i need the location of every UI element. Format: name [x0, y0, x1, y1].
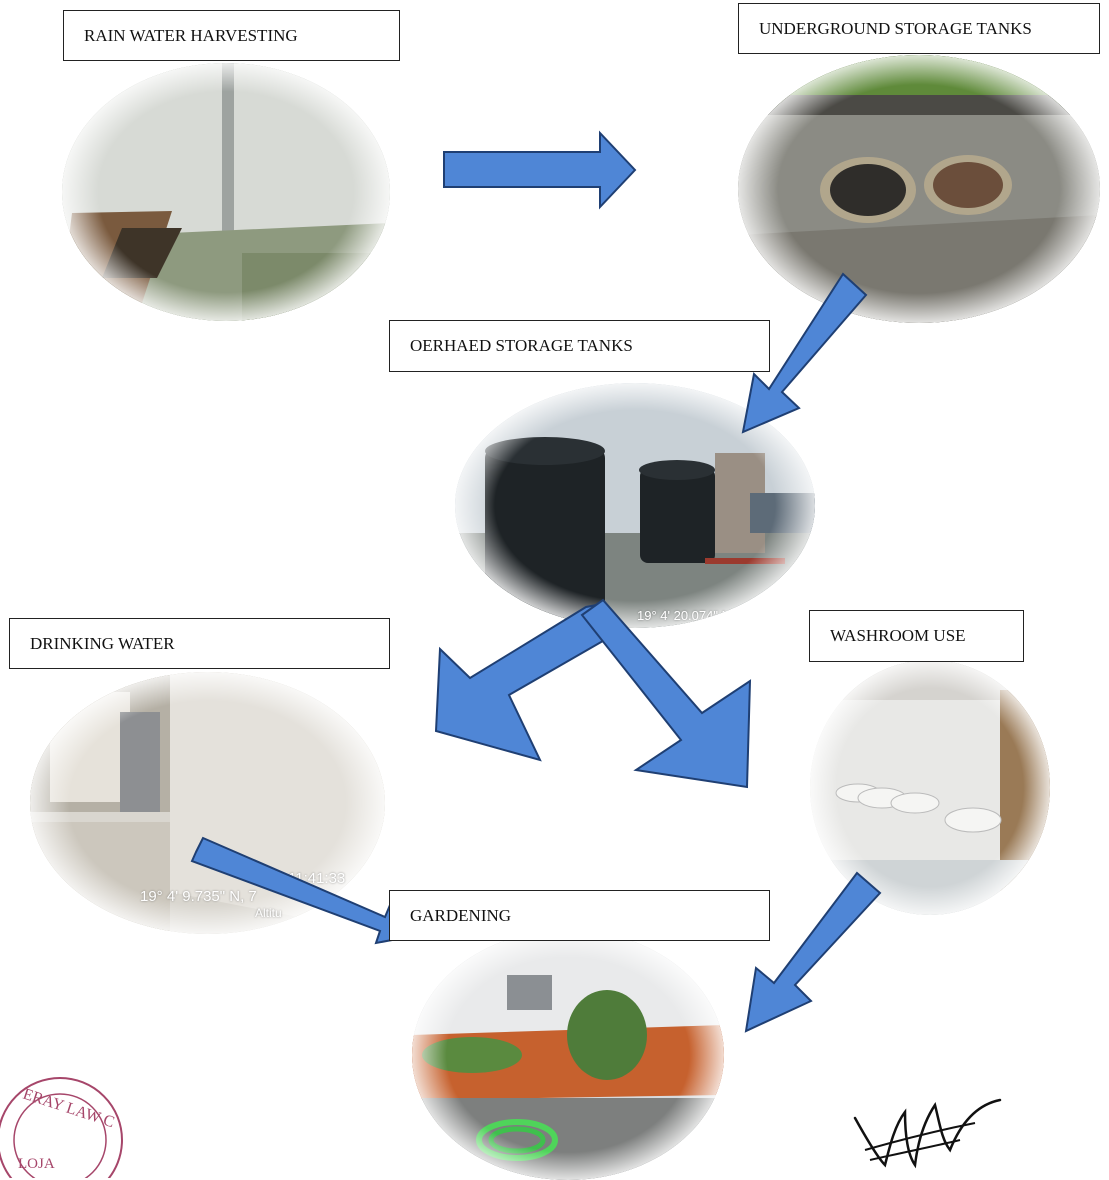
label-overhead-storage-tanks: OERHAED STORAGE TANKS — [389, 320, 770, 372]
label-gardening: GARDENING — [389, 890, 770, 941]
arrow-rain-to-underground — [443, 130, 637, 210]
arrow-overhead-to-washroom — [580, 598, 752, 789]
label-rain-water-harvesting: RAIN WATER HARVESTING — [63, 10, 400, 61]
drinking-gps-text: 19° 4' 9.735" N, 7 — [140, 888, 257, 905]
drinking-altitude-text: Altitu — [255, 906, 282, 920]
arrow-washroom-to-gardening — [744, 871, 882, 1033]
arrow-overhead-to-drinking — [434, 602, 624, 762]
label-washroom-use: WASHROOM USE — [809, 610, 1024, 662]
label-underground-storage-tanks: UNDERGROUND STORAGE TANKS — [738, 3, 1100, 54]
arrow-underground-to-overhead — [741, 272, 868, 434]
overhead-gps-text: 19° 4' 20.074" N, — [637, 608, 735, 623]
arrow-drinking-to-gardening — [190, 836, 410, 945]
label-drinking-water: DRINKING WATER — [9, 618, 390, 669]
